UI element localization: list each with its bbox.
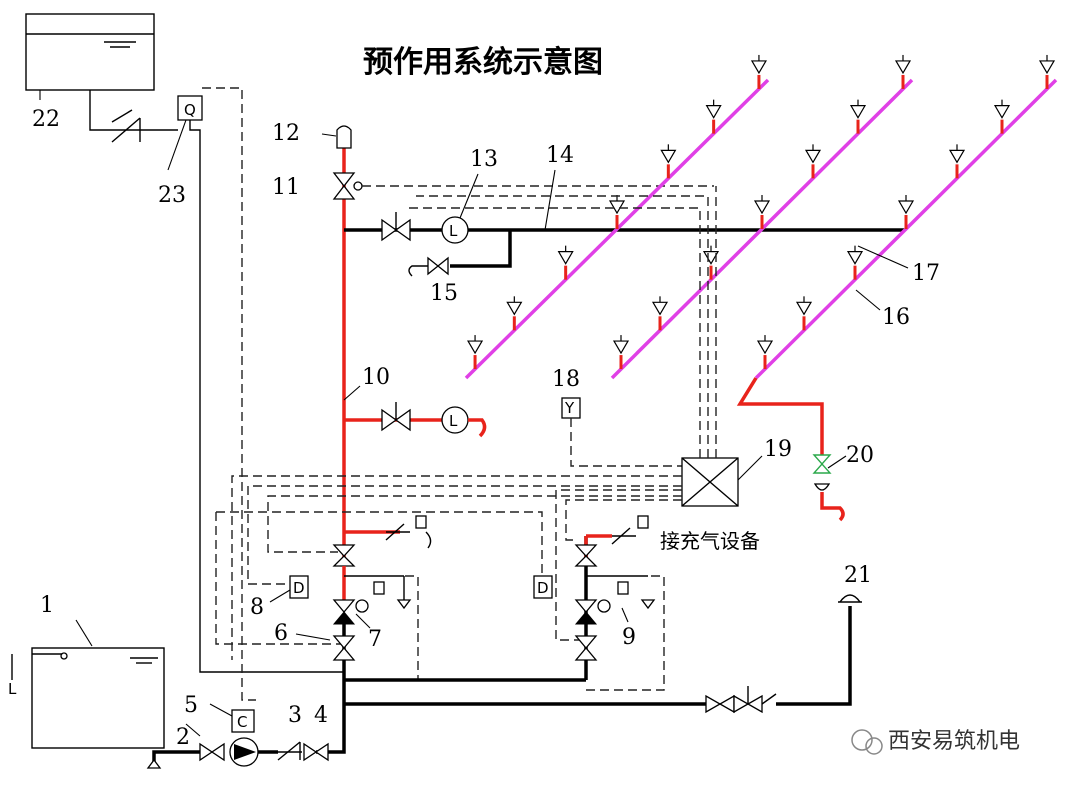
label-8: 8	[250, 595, 264, 620]
bottom-valves-icon	[705, 686, 777, 714]
gate-valve-6-icon	[332, 635, 356, 661]
label-18: 18	[552, 367, 580, 392]
label-12: 12	[272, 121, 300, 146]
sprinkler-head-icon	[804, 144, 822, 179]
svg-text:D: D	[537, 579, 549, 597]
valve-11-icon	[332, 172, 363, 200]
label-23: 23	[158, 183, 186, 208]
label-17: 17	[912, 261, 940, 286]
svg-text:D: D	[293, 579, 305, 597]
water-pump-connector-icon	[838, 594, 862, 603]
label-4: 4	[314, 703, 328, 728]
air-supply-label: 接充气设备	[660, 529, 760, 553]
sprinkler-head-icon	[608, 195, 626, 229]
pressure-switch-l: L	[441, 216, 469, 244]
preaction-valve-b-icon	[574, 599, 611, 661]
svg-text:L: L	[449, 412, 458, 430]
preaction-valve-a-icon	[332, 599, 369, 625]
air-check-valve-b-icon	[611, 515, 649, 545]
sprinkler-head-icon	[849, 99, 867, 134]
sprinkler-head-icon	[660, 144, 677, 179]
sprinkler-head-icon	[750, 54, 767, 89]
label-20: 20	[846, 443, 874, 468]
watermark: 西安易筑机电	[851, 729, 1020, 755]
sprinkler-head-icon	[795, 296, 813, 331]
label-19: 19	[764, 437, 792, 462]
svg-text:Y: Y	[564, 399, 575, 417]
valve-a-upper-icon	[332, 544, 356, 567]
end-test-valve-icon	[812, 454, 832, 491]
sprinkler-head-icon	[506, 296, 523, 331]
sprinkler-head-icon	[612, 335, 630, 370]
sprinkler-head-icon	[467, 335, 484, 370]
main-valve-icon	[381, 212, 411, 242]
sprinkler-head-icon	[894, 54, 912, 89]
svg-text:L: L	[8, 680, 17, 698]
svg-text:L: L	[449, 222, 458, 240]
label-3: 3	[288, 703, 302, 728]
label-15: 15	[430, 281, 458, 306]
sprinkler-head-icon	[948, 144, 966, 179]
elevated-water-tank	[25, 13, 155, 91]
sprinkler-head-icon	[897, 195, 915, 229]
diagram-title: 预作用系统示意图	[363, 45, 603, 80]
fire-pump-icon	[229, 737, 259, 767]
sprinkler-heads	[467, 54, 1056, 370]
sprinkler-head-icon	[557, 245, 574, 280]
label-9: 9	[622, 625, 636, 650]
check-valve-icon	[111, 109, 141, 143]
air-check-valve-a-icon	[385, 515, 432, 549]
sprinkler-head-icon	[651, 296, 669, 331]
drain-valve-icon	[427, 256, 449, 276]
suction-valve-icon	[199, 742, 225, 762]
svg-text:Q: Q	[184, 101, 196, 119]
pressure-switch-d-2: D	[533, 575, 553, 599]
label-7: 7	[368, 627, 382, 652]
fire-water-tank	[31, 647, 165, 749]
pressure-switch-l-2: L	[441, 406, 469, 434]
label-1: 1	[40, 593, 54, 618]
sprinkler-head-icon	[705, 99, 722, 134]
detector-y: Y	[561, 397, 581, 419]
label-22: 22	[32, 107, 60, 132]
label-14: 14	[546, 143, 574, 168]
label-10: 10	[362, 365, 390, 390]
valve-b-upper-icon	[574, 544, 598, 567]
label-2: 2	[176, 725, 190, 750]
exhaust-valve-icon	[336, 125, 352, 149]
sprinkler-head-icon	[756, 335, 774, 370]
check-valve-3-icon	[277, 741, 302, 761]
svg-text:西安易筑机电: 西安易筑机电	[888, 729, 1020, 754]
label-21: 21	[844, 563, 872, 588]
label-16: 16	[882, 305, 910, 330]
sprinkler-head-icon	[1038, 54, 1056, 89]
label-5: 5	[184, 693, 198, 718]
sprinkler-head-icon	[846, 245, 864, 280]
label-6: 6	[274, 621, 288, 646]
gate-valve-4-icon	[303, 742, 329, 762]
svg-text:C: C	[237, 713, 247, 731]
flow-switch-q: Q	[177, 95, 203, 121]
sprinkler-head-icon	[993, 99, 1011, 134]
label-11: 11	[272, 175, 300, 200]
control-panel	[681, 457, 739, 507]
label-13: 13	[470, 147, 498, 172]
pressure-switch-d: D	[289, 575, 309, 599]
sprinkler-head-icon	[753, 195, 771, 229]
test-valve-icon	[381, 402, 411, 432]
pressure-control-c: C	[231, 709, 255, 733]
